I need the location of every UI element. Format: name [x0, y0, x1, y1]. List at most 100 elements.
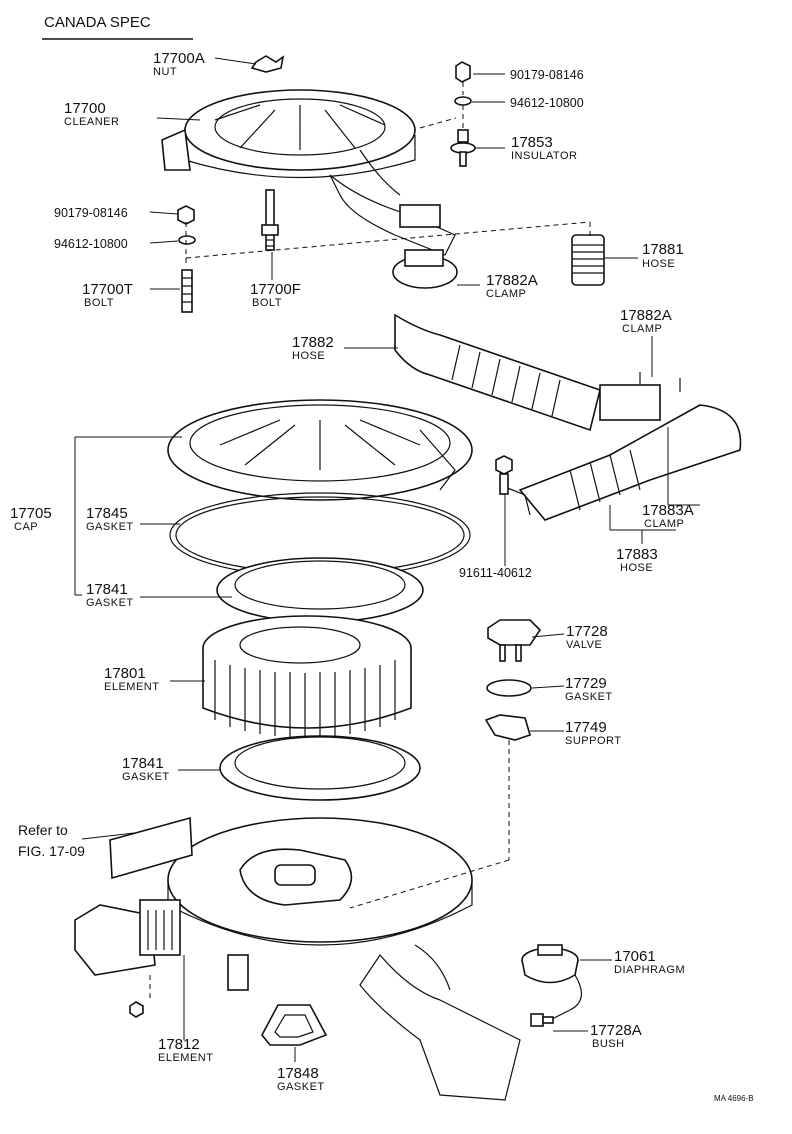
gasket-17841-lower-drawing [219, 735, 421, 801]
svg-text:GASKET: GASKET [122, 771, 170, 783]
leader-lines [74, 57, 700, 1062]
reference-line-1: Refer to [18, 822, 68, 838]
svg-text:CLAMP: CLAMP [486, 288, 526, 300]
callout-17883A: 17883A CLAMP [642, 502, 694, 530]
callout-17749: 17749 SUPPORT [565, 719, 621, 747]
svg-text:17853: 17853 [511, 134, 553, 151]
svg-text:17700: 17700 [64, 100, 106, 117]
callout-17700A: 17700A NUT [153, 50, 205, 78]
svg-text:17841: 17841 [86, 581, 128, 598]
svg-text:17883: 17883 [616, 546, 658, 563]
svg-text:GASKET: GASKET [86, 597, 134, 609]
callout-17848: 17848 GASKET [277, 1065, 325, 1093]
support-17749-drawing [484, 714, 531, 741]
callout-17853: 17853 INSULATOR [511, 134, 577, 162]
svg-text:17882A: 17882A [486, 272, 538, 289]
cleaner-top-drawing [161, 89, 456, 256]
svg-text:17728: 17728 [566, 623, 608, 640]
callout-17881: 17881 HOSE [642, 241, 684, 270]
svg-text:CLEANER: CLEANER [64, 116, 119, 128]
svg-text:17061: 17061 [614, 948, 656, 965]
hose-17883-drawing [499, 404, 742, 521]
svg-text:CLAMP: CLAMP [644, 518, 684, 530]
callout-17841-lower: 17841 GASKET [122, 755, 170, 783]
svg-text:INSULATOR: INSULATOR [511, 150, 577, 162]
reference-line-2: FIG. 17-09 [18, 843, 85, 859]
svg-text:17728A: 17728A [590, 1022, 642, 1039]
callout-17812: 17812 ELEMENT [158, 1036, 213, 1064]
callout-91611: 91611-40612 [459, 566, 532, 580]
callout-90179-left: 90179-08146 [54, 206, 128, 220]
svg-text:CAP: CAP [14, 521, 38, 533]
svg-text:17812: 17812 [158, 1036, 200, 1053]
callout-17801: 17801 ELEMENT [104, 665, 159, 693]
callout-17728: 17728 VALVE [566, 623, 608, 651]
valve-17728-drawing [487, 619, 542, 662]
svg-text:HOSE: HOSE [620, 562, 653, 574]
cleaner-housing-drawing [74, 816, 521, 1101]
screw-lower-left-drawing [129, 1001, 144, 1018]
callout-17883: 17883 HOSE [616, 546, 658, 574]
callouts: 17700A NUT 17700 CLEANER 90179-08146 946… [10, 50, 694, 1093]
svg-text:DIAPHRAGM: DIAPHRAGM [614, 964, 685, 976]
svg-text:GASKET: GASKET [86, 521, 134, 533]
svg-text:17845: 17845 [86, 505, 128, 522]
clamp-17882A-drawing [392, 249, 458, 289]
svg-text:NUT: NUT [153, 66, 177, 78]
callout-17882A-upper: 17882A CLAMP [486, 272, 538, 300]
callout-17882: 17882 HOSE [292, 334, 334, 362]
svg-text:HOSE: HOSE [642, 258, 675, 270]
callout-94612-left: 94612-10800 [54, 237, 128, 251]
wing-nut-drawing [250, 55, 285, 73]
callout-17882A-right: 17882A CLAMP [620, 307, 672, 335]
svg-text:BUSH: BUSH [592, 1038, 625, 1050]
svg-text:17841: 17841 [122, 755, 164, 772]
hardware-upper-right-drawing [450, 61, 476, 167]
svg-text:17700T: 17700T [82, 281, 133, 298]
svg-text:GASKET: GASKET [277, 1081, 325, 1093]
callout-17700F: 17700F BOLT [250, 281, 301, 309]
drawing-code: MA 4696-B [714, 1094, 754, 1103]
callout-90179-upper: 90179-08146 [510, 68, 584, 82]
spec-header: CANADA SPEC [44, 14, 151, 31]
svg-text:VALVE: VALVE [566, 639, 602, 651]
callout-17728A: 17728A BUSH [590, 1022, 642, 1050]
svg-text:BOLT: BOLT [84, 297, 114, 309]
callout-17705: 17705 CAP [10, 505, 52, 533]
svg-text:17881: 17881 [642, 241, 684, 258]
svg-text:17749: 17749 [565, 719, 607, 736]
svg-text:17700F: 17700F [250, 281, 301, 298]
gasket-17848-drawing [261, 1004, 328, 1046]
svg-text:17705: 17705 [10, 505, 52, 522]
hose-17881-drawing [571, 234, 605, 286]
svg-text:GASKET: GASKET [565, 691, 613, 703]
diaphragm-17061-drawing [521, 944, 582, 1021]
hardware-left-drawing [177, 189, 279, 313]
svg-text:17700A: 17700A [153, 50, 205, 67]
dashed-guide-lines [149, 82, 591, 1000]
callout-17700T: 17700T BOLT [82, 281, 133, 309]
svg-text:17882: 17882 [292, 334, 334, 351]
callout-17841-upper: 17841 GASKET [86, 581, 134, 609]
svg-text:HOSE: HOSE [292, 350, 325, 362]
callout-17700: 17700 CLEANER [64, 100, 119, 128]
callout-17729: 17729 GASKET [565, 675, 613, 703]
element-17801-drawing [202, 615, 412, 737]
callout-17845: 17845 GASKET [86, 505, 134, 533]
cap-17705-drawing [167, 399, 473, 501]
callout-17061: 17061 DIAPHRAGM [614, 948, 685, 976]
svg-text:BOLT: BOLT [252, 297, 282, 309]
callout-94612-upper: 94612-10800 [510, 96, 584, 110]
svg-text:SUPPORT: SUPPORT [565, 735, 621, 747]
svg-text:17883A: 17883A [642, 502, 694, 519]
svg-text:CLAMP: CLAMP [622, 323, 662, 335]
svg-text:17882A: 17882A [620, 307, 672, 324]
hose-17882-drawing [394, 313, 681, 432]
svg-text:17729: 17729 [565, 675, 607, 692]
gasket-17729-drawing [486, 679, 532, 697]
svg-text:ELEMENT: ELEMENT [104, 681, 159, 693]
gasket-17841-upper-drawing [216, 557, 424, 623]
svg-text:ELEMENT: ELEMENT [158, 1052, 213, 1064]
bush-17728A-drawing [530, 1013, 554, 1027]
